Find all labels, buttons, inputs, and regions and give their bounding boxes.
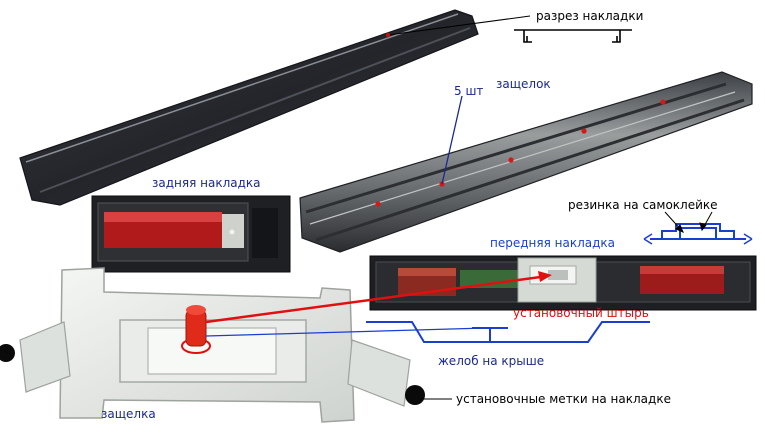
roof-groove-profile — [366, 321, 650, 343]
pin-to-trim-arrow — [205, 274, 549, 324]
trim-strip-photo — [19, 9, 479, 206]
mark-right-dot — [405, 385, 425, 405]
latch-clip-photo — [19, 267, 411, 423]
rear-trim-photo — [91, 195, 291, 273]
label-latches: защелок — [496, 77, 551, 91]
label-rubber: резинка на самоклейке — [568, 198, 718, 212]
count-leader — [441, 95, 463, 185]
rubber-arrows — [664, 211, 713, 233]
pin-photo — [181, 305, 211, 354]
label-roof-groove: желоб на крыше — [438, 354, 545, 368]
front-trim-photo — [369, 255, 757, 311]
cut-section-profile — [514, 29, 632, 43]
latch-rail-photo — [299, 71, 753, 253]
label-count: 5 шт — [454, 84, 484, 98]
label-latch: защелка — [101, 407, 156, 421]
pin-to-groove-line — [205, 327, 487, 337]
pin-to-trim-arrowhead — [538, 271, 552, 282]
label-front-trim: передняя накладка — [490, 236, 615, 250]
label-pin: установочный штырь — [513, 306, 649, 320]
label-marks: установочные метки на накладке — [456, 392, 671, 406]
label-cut-section: разрез накладки — [536, 9, 644, 23]
cut-section-dot — [385, 32, 391, 38]
label-rear-trim: задняя накладка — [152, 176, 261, 190]
rubber-profile — [643, 223, 753, 245]
mark-left-dot — [0, 344, 15, 362]
cut-section-leader — [387, 15, 531, 36]
latch-position-dots — [375, 99, 666, 207]
